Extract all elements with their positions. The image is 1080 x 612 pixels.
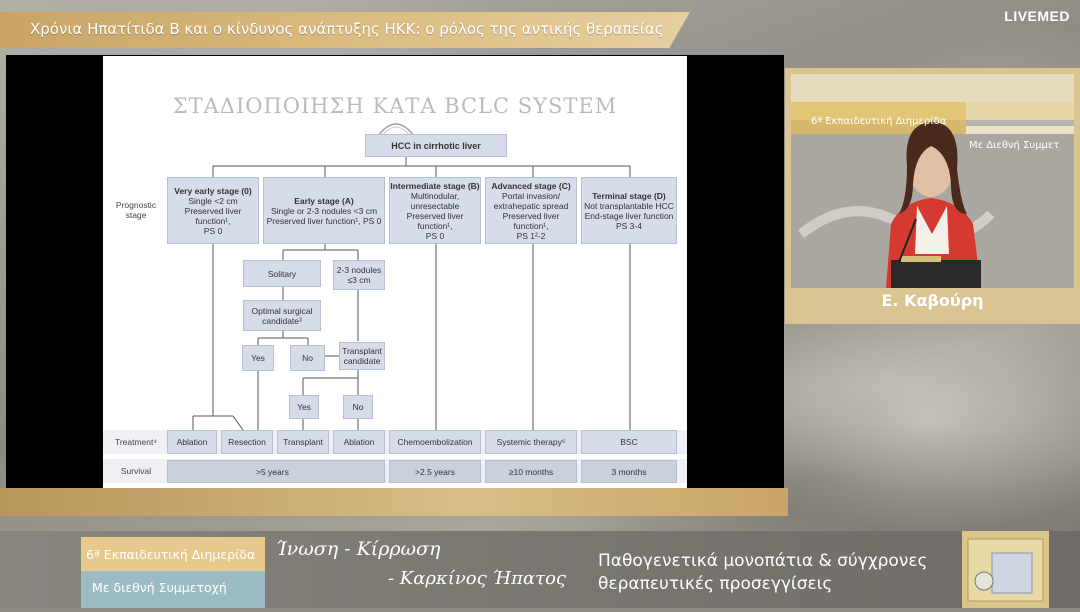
stage-advanced: Advanced stage (C) Portal invasion/ extr… <box>485 177 577 244</box>
stage-very-early: Very early stage (0) Single <2 cm Preser… <box>167 177 259 244</box>
stage-intermediate: Intermediate stage (B) Multinodular, unr… <box>389 177 481 244</box>
stage-desc: Single <2 cm Preserved liver function¹, … <box>184 195 242 236</box>
book-illustration <box>967 538 1044 602</box>
stage-desc: Not transplantable HCC End-stage liver f… <box>584 200 674 231</box>
talk-title: Χρόνια Ηπατίτιδα Β και ο κίνδυνος ανάπτυ… <box>30 20 664 38</box>
node-yes: Yes <box>242 345 274 371</box>
treatment-chemoembolization: Chemoembolization <box>389 430 481 454</box>
backdrop-text-1: 6ª Εκπαιδευτική Διημερίδα <box>811 116 947 127</box>
stage-name: Intermediate stage (B) <box>390 180 480 191</box>
treatment-ablation: Ablation <box>167 430 217 454</box>
script-title-1: Ίνωση - Κίρρωση <box>276 538 441 560</box>
stage-name: Terminal stage (D) <box>592 190 666 201</box>
node-no-transplant: No <box>343 395 373 419</box>
stage-desc: Multinodular, unresectable Preserved liv… <box>406 190 464 241</box>
gold-strip <box>0 488 788 516</box>
event-subtitle: Με διεθνή Συμμετοχή <box>92 580 227 595</box>
survival-advanced: ≥10 months <box>485 460 577 483</box>
speaker-video-feed: 6ª Εκπαιδευτική Διημερίδα Με Διεθνή Συμμ… <box>791 74 1074 288</box>
treatment-systemic-therapy: Systemic therapy⁵ <box>485 430 577 454</box>
speaker-name: Ε. Καβούρη <box>881 291 984 310</box>
title-bar <box>0 12 690 48</box>
stage-desc: Single or 2-3 nodules <3 cm Preserved li… <box>266 205 382 226</box>
node-nodules: 2-3 nodules ≤3 cm <box>333 260 385 290</box>
prognostic-row-label: Prognostic stage <box>115 200 157 220</box>
treatment-resection: Resection <box>221 430 273 454</box>
treatment-row-label: Treatment⁴ <box>114 437 158 447</box>
slide-title: ΣΤΑΔΙΟΠΟΙΗΣΗ ΚΑΤΑ BCLC SYSTEM <box>172 94 618 118</box>
speaker-video: 6ª Εκπαιδευτική Διημερίδα Με Διεθνή Συμμ… <box>785 68 1080 324</box>
banner-subtitle-line2: θεραπευτικές προσεγγίσεις <box>598 574 833 594</box>
script-title-2: - Καρκίνος Ήπατος <box>388 568 566 589</box>
event-title: 6ª Εκπαιδευτική Διημερίδα <box>86 547 256 562</box>
node-no: No <box>290 345 325 371</box>
backdrop-text-2: Με Διεθνή Συμμετ <box>969 140 1060 151</box>
treatment-ablation-2: Ablation <box>333 430 385 454</box>
stage-early: Early stage (A) Single or 2-3 nodules <3… <box>263 177 385 244</box>
treatment-bsc: BSC <box>581 430 677 454</box>
flowchart-connectors <box>192 123 631 431</box>
book-cover-image <box>962 531 1049 608</box>
node-transplant-candidate: Transplant candidate <box>339 342 385 370</box>
stage-desc: Portal invasion/ extrahepatic spread Pre… <box>493 190 569 241</box>
node-yes-transplant: Yes <box>289 395 319 419</box>
root-node: HCC in cirrhotic liver <box>365 134 507 157</box>
survival-terminal: 3 months <box>581 460 677 483</box>
node-solitary: Solitary <box>243 260 321 287</box>
livemed-logo: LIVEMED <box>1004 8 1070 24</box>
speaker-scene <box>791 74 1074 288</box>
slide: ΣΤΑΔΙΟΠΟΙΗΣΗ ΚΑΤΑ BCLC SYSTEM <box>103 56 687 488</box>
stage-terminal: Terminal stage (D) Not transplantable HC… <box>581 177 677 244</box>
stage-name: Advanced stage (C) <box>491 180 571 191</box>
survival-intermediate: >2.5 years <box>389 460 481 483</box>
survival-early: >5 years <box>167 460 385 483</box>
event-badge-top <box>81 537 265 571</box>
survival-row-label: Survival <box>120 466 152 476</box>
treatment-transplant: Transplant <box>277 430 329 454</box>
banner-subtitle-line1: Παθογενετικά μονοπάτια & σύγχρονες <box>598 551 928 571</box>
banner-subtitle: Παθογενετικά μονοπάτια & σύγχρονες θεραπ… <box>598 550 928 596</box>
node-optimal-candidate: Optimal surgical candidate³ <box>243 300 321 331</box>
event-badge-bottom <box>81 571 265 608</box>
stage-name: Early stage (A) <box>294 195 354 206</box>
stage-name: Very early stage (0) <box>174 185 252 196</box>
